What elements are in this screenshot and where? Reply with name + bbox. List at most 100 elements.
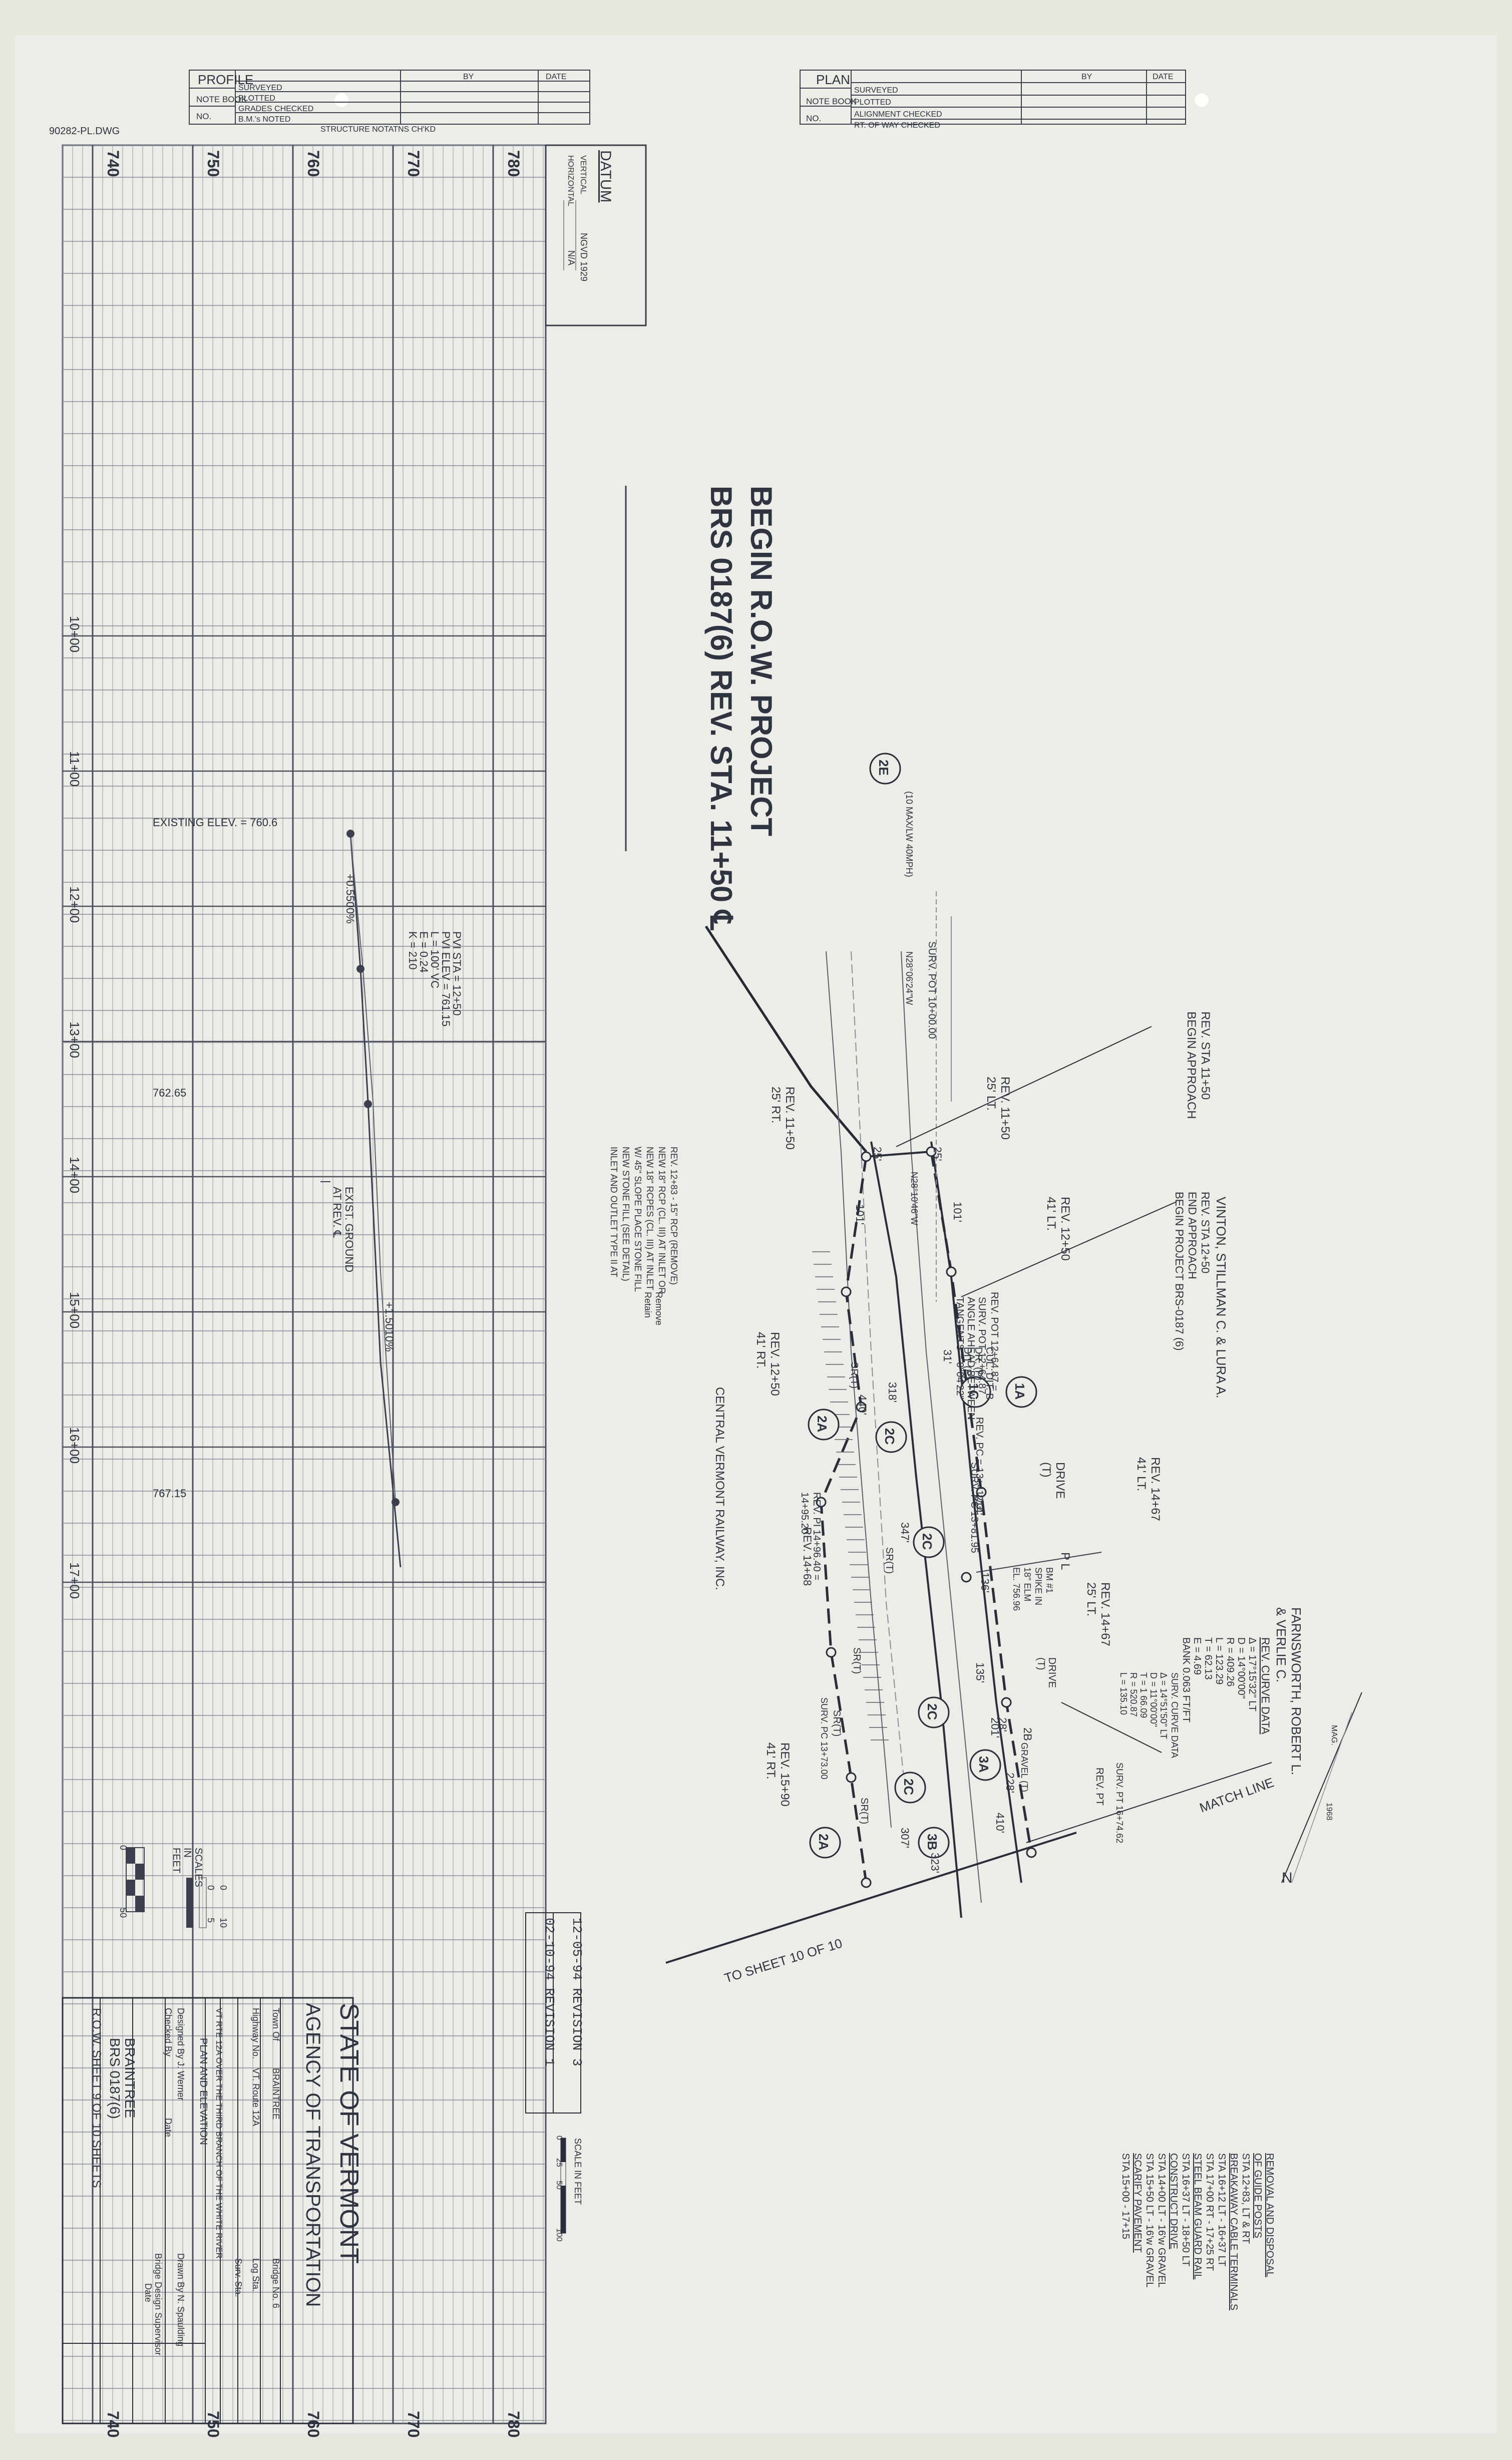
pvi-point xyxy=(356,965,364,973)
profile-title: PROFILE xyxy=(198,72,253,87)
rev-sta-1250-callout: BEGIN PROJECT BRS-0187 (6) xyxy=(1173,1192,1186,1350)
scale-label: SCALES xyxy=(193,1848,204,1887)
parcel-tag-label: 1A xyxy=(1012,1383,1027,1399)
rev-pot-callout: REV. POT 12+64.87 = xyxy=(989,1292,1000,1391)
station-label: 15+00 xyxy=(67,1292,82,1328)
title-plan-elev: PLAN AND ELEVATION xyxy=(198,2038,209,2145)
surv-curve-line: D = 11°00'00" xyxy=(1149,1672,1159,1727)
culvert-callout: INLET AND OUTLET TYPE II AT xyxy=(609,1147,619,1277)
row-point xyxy=(841,1286,852,1297)
retain-callout: Retain xyxy=(643,1292,653,1318)
title-town-label: Town Of xyxy=(271,2008,281,2041)
curve-data-line: Δ = 17°15'32" LT xyxy=(1247,1637,1258,1711)
distance-label: 31' xyxy=(941,1349,954,1364)
elevation-note: 767.15 xyxy=(153,1487,186,1500)
rev-1467-lt: 41' LT. xyxy=(1135,1457,1148,1491)
sr-mark: SR(T) xyxy=(831,1710,842,1736)
parcel-tag xyxy=(959,1376,991,1408)
rev-1468-callout: REV. 14+68 xyxy=(801,1527,814,1586)
profile-row: B.M.'s NOTED xyxy=(238,115,290,124)
station-label: 12+00 xyxy=(67,886,82,923)
title-log-sta: Log Sta. xyxy=(251,2258,261,2292)
mag-label: MAG. xyxy=(1330,1725,1338,1745)
match-line-extension xyxy=(1026,1762,1272,1843)
parcel-tag-label: 2C xyxy=(925,1703,940,1720)
parcel-tag xyxy=(918,1696,950,1728)
gravel-callout: GRAVEL (T) xyxy=(1019,1742,1029,1792)
plan-by: BY xyxy=(1081,73,1092,81)
distance-label: 410' xyxy=(994,1813,1006,1833)
surv-pt-callout: SURV. PT 16+74.62 xyxy=(1114,1763,1124,1843)
plan-row: SURVEYED xyxy=(854,86,898,95)
revision-label: 02-10-94 REVISION 1 xyxy=(542,1918,557,2066)
rev-1150-lt: REV. 11+50 xyxy=(998,1077,1012,1140)
rev-sta-1150-callout: REV. STA 11+50 xyxy=(1199,1011,1212,1100)
parcel-tag xyxy=(969,1749,1001,1781)
note-line: STA 17+00 RT - 17+25 RT xyxy=(1204,2153,1215,2271)
profile-row: PLOTTED xyxy=(238,94,275,103)
distance-label: 214' xyxy=(973,1495,985,1515)
row-point xyxy=(976,1487,987,1498)
note-line: BREAKAWAY CABLE TERMINALS xyxy=(1228,2153,1239,2310)
parcel-tag xyxy=(918,1827,950,1859)
curve-data-line: R = 409.26 xyxy=(1225,1637,1236,1686)
row-point xyxy=(861,1877,872,1888)
rev-1467-lt: REV. 14+67 xyxy=(1149,1457,1162,1521)
distance-label: 201' xyxy=(989,1717,1001,1738)
drive-lower: DRIVE xyxy=(1046,1657,1057,1688)
culvert-callout: NEW 18" RCPES (CL. III) AT INLET xyxy=(645,1147,655,1290)
note-line: STEEL BEAM GUARD RAIL xyxy=(1192,2153,1203,2280)
note-line: STA 16+37 LT - 18+50 LT xyxy=(1180,2153,1191,2266)
rev-sta-1250-callout: REV. STA 12+50 xyxy=(1199,1192,1212,1273)
drive-callout: DRIVE xyxy=(1053,1462,1067,1499)
elevation-label-bottom: 740 xyxy=(104,2411,122,2437)
note-line: STA 12+83, LT & RT xyxy=(1240,2153,1251,2244)
exist-ground-label: AT REV. ℄ xyxy=(331,1187,343,1238)
leader xyxy=(1061,1702,1162,1753)
note-line: SCARIFY PAVEMENT xyxy=(1132,2153,1143,2253)
rev-pi-callout: REV. PI 14+96.40 = xyxy=(811,1492,822,1580)
scale-tick: 0 xyxy=(218,1885,228,1890)
scale-bar xyxy=(199,1877,207,1928)
surv-curve-line: Δ = 14°51'50" LT xyxy=(1159,1672,1169,1739)
parcel-tag xyxy=(913,1526,945,1558)
railway-line xyxy=(851,951,907,1803)
begin-row-leader xyxy=(704,925,867,1153)
pvi-label: K = 210 xyxy=(407,931,419,969)
surv-curve-title: SURV. CURVE DATA xyxy=(1170,1672,1180,1758)
curve-data-line: D = 14°00'00" xyxy=(1236,1637,1247,1699)
distance-label: 440' xyxy=(856,1394,869,1415)
title-date2: Date xyxy=(143,2283,153,2302)
title-desc: VT RTE 12A OVER THE THIRD BRANCH OF THE … xyxy=(214,2008,224,2259)
curve-data-line: E = 4.69 xyxy=(1192,1637,1203,1675)
owner-railway: CENTRAL VERMONT RAILWAY, INC. xyxy=(713,1387,726,1590)
title-town: BRAINTREE xyxy=(271,2068,281,2120)
bearing-label: N28°10'46"W xyxy=(909,1172,919,1225)
distance-label: 228' xyxy=(1004,1773,1016,1793)
note-line: STA 15+00 - 17+15 xyxy=(1120,2153,1131,2239)
datum-vertical: VERTICAL xyxy=(579,155,587,194)
bm-callout: SPIKE IN xyxy=(1033,1567,1043,1605)
sr-mark: SR(T) xyxy=(851,1647,862,1674)
rev-1150-rt: REV. 11+50 xyxy=(783,1087,797,1150)
row-point xyxy=(846,1772,857,1783)
drive-callout: (T) xyxy=(1039,1462,1053,1478)
plan-scale-tick: 100 xyxy=(555,2228,563,2242)
profile-grid: 74074075075076076077077078078010+0011+00… xyxy=(62,144,547,2437)
elevation-label-bottom: 750 xyxy=(204,2411,222,2437)
pvi-label: E = 0.24 xyxy=(418,931,430,973)
parcel-tag-label: 1C xyxy=(966,1383,981,1399)
parcel-tag xyxy=(869,753,901,785)
begin-row-label: BRS 0187(6) REV. STA. 11+50 ℄ xyxy=(704,486,738,931)
plan-row: PLOTTED xyxy=(854,98,891,107)
elevation-label-top: 740 xyxy=(104,150,122,177)
profile-row: GRADES CHECKED xyxy=(238,105,313,113)
surv-pot-callout: ANGLE AHEAD BETWEEN xyxy=(965,1297,976,1420)
rev-pc-callout: REV. PC = 13+41.73 xyxy=(974,1417,985,1510)
note-line: STA 15+50 LT - 16'w GRAVEL xyxy=(1144,2153,1155,2288)
year-label: 1968 xyxy=(1325,1803,1333,1821)
title-checked: Checked By xyxy=(163,2008,173,2056)
rev-1250-lt: 41' LT. xyxy=(1044,1197,1058,1231)
binder-hole xyxy=(334,93,348,107)
